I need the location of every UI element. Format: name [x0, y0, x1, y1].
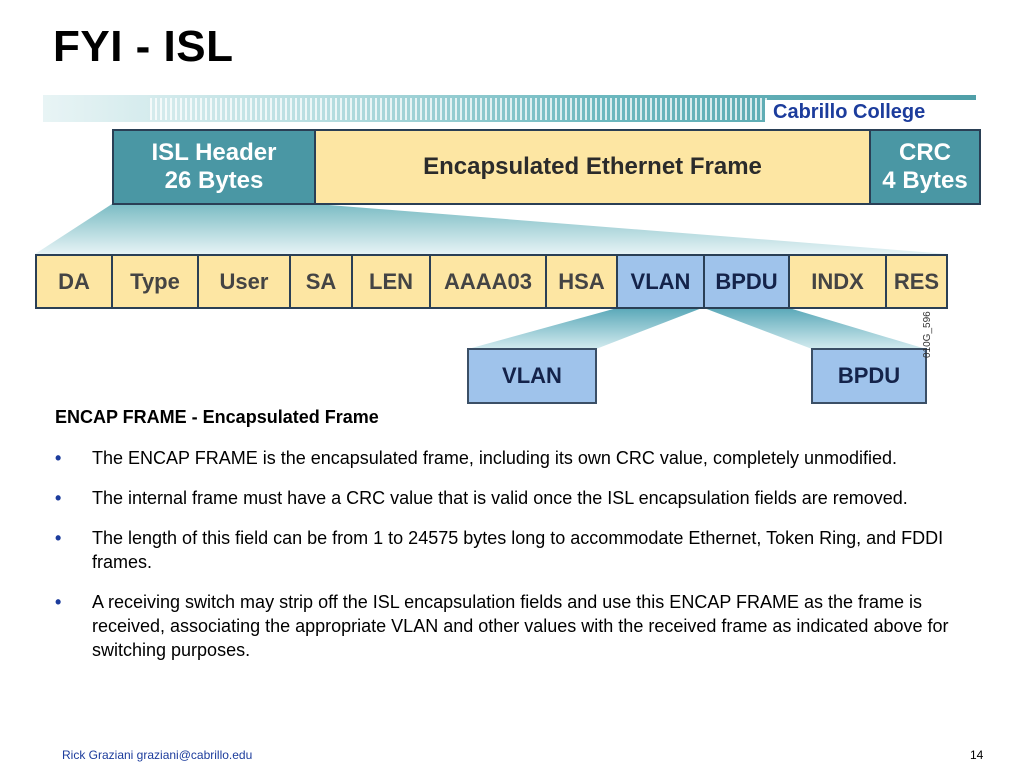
section-heading: ENCAP FRAME - Encapsulated Frame [55, 407, 379, 427]
bullet-text: A receiving switch may strip off the ISL… [92, 592, 949, 660]
crc-block: CRC 4 Bytes [869, 129, 981, 205]
bpdu-expand-fan [704, 308, 926, 349]
field-aaaa03: AAAA03 [429, 254, 547, 309]
list-item: • The internal frame must have a CRC val… [55, 486, 955, 510]
field-res: RES [885, 254, 948, 309]
field-vlan: VLAN [616, 254, 705, 309]
diagram-code: 010G_596 [922, 311, 933, 358]
bullet-text: The length of this field can be from 1 t… [92, 528, 944, 572]
vlan-expand-fan [468, 308, 702, 349]
bullet-icon: • [55, 528, 62, 548]
slide-title: FYI - ISL [53, 22, 234, 71]
list-item: • A receiving switch may strip off the I… [55, 590, 955, 662]
bullet-icon: • [55, 592, 62, 612]
isl-header-label: ISL Header [151, 139, 277, 166]
field-bpdu: BPDU [703, 254, 790, 309]
isl-header-size: 26 Bytes [164, 167, 264, 194]
field-hsa: HSA [545, 254, 618, 309]
bullet-text: The internal frame must have a CRC value… [92, 488, 908, 508]
brand-logo-text: Cabrillo College [773, 101, 926, 123]
list-item: • The length of this field can be from 1… [55, 526, 955, 574]
banner-stripes [150, 98, 770, 120]
bullet-list: • The ENCAP FRAME is the encapsulated fr… [55, 446, 955, 678]
crc-size: 4 Bytes [882, 167, 968, 194]
field-sa: SA [289, 254, 353, 309]
brand-backdrop [765, 100, 976, 124]
encapsulated-frame-label: Encapsulated Ethernet Frame [423, 153, 762, 180]
field-user: User [197, 254, 291, 309]
encapsulated-frame-block: Encapsulated Ethernet Frame [314, 129, 871, 205]
footer-author: Rick Graziani graziani@cabrillo.edu [62, 748, 253, 762]
isl-header-block: ISL Header 26 Bytes [112, 129, 316, 205]
bpdu-detail-box: BPDU [811, 348, 927, 404]
vlan-detail-box: VLAN [467, 348, 597, 404]
bullet-icon: • [55, 488, 62, 508]
header-expand-fan [35, 204, 948, 254]
field-indx: INDX [788, 254, 887, 309]
bullet-icon: • [55, 448, 62, 468]
list-item: • The ENCAP FRAME is the encapsulated fr… [55, 446, 955, 470]
page-number: 14 [970, 748, 984, 762]
field-type: Type [111, 254, 199, 309]
bullet-text: The ENCAP FRAME is the encapsulated fram… [92, 448, 898, 468]
crc-label: CRC [899, 139, 951, 166]
field-len: LEN [351, 254, 431, 309]
field-da: DA [35, 254, 113, 309]
